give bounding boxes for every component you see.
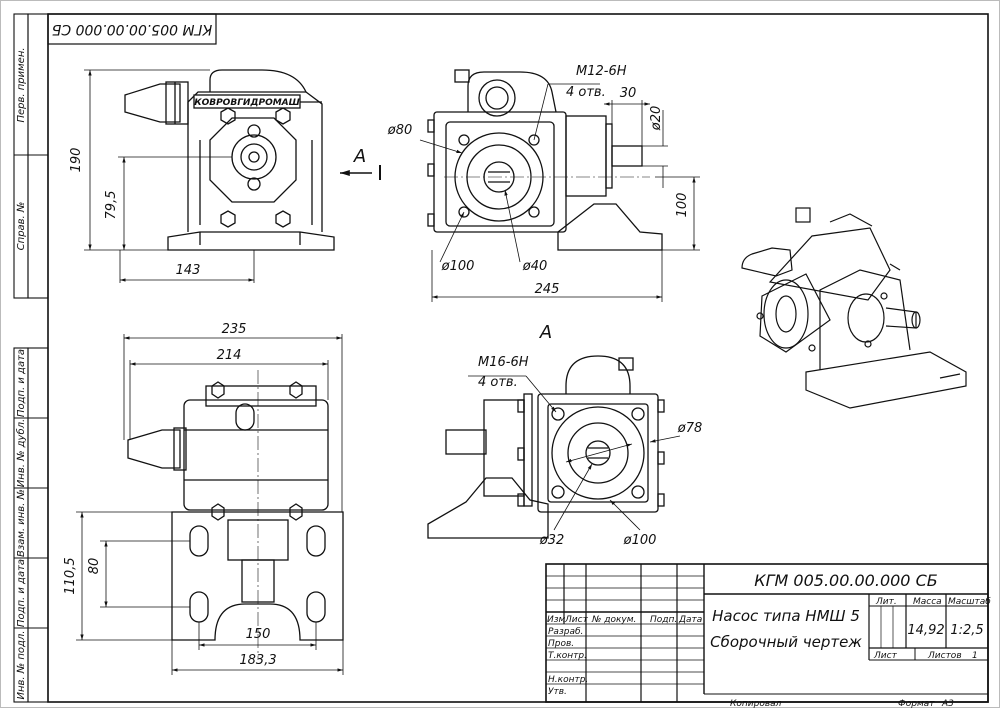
tb-role-approved: Утв.: [548, 687, 567, 697]
tb-header-change: Изм: [547, 615, 566, 625]
dim-plan-hole-spacing: 150: [246, 627, 271, 642]
tb-col-lit: Лит.: [875, 597, 897, 607]
tb-col-scale: Масштаб: [948, 597, 991, 607]
dim-side-axis-height: 100: [675, 193, 690, 218]
margin-label-dup-inv: Инв. № дубл.: [15, 419, 27, 487]
dim-plan-body-length: 214: [217, 348, 242, 363]
tb-format-value: А3: [941, 699, 954, 708]
dim-a-flange: ø100: [623, 533, 657, 548]
tb-sheets-count: 1: [972, 651, 978, 661]
section-a-dimensions: [468, 375, 681, 531]
title-block: [545, 563, 989, 703]
dim-shaft-dia: ø20: [649, 106, 664, 132]
section-arrow: [340, 165, 381, 180]
tb-header-sign: Подп.: [650, 615, 677, 625]
tb-mass-value: 14,92: [907, 623, 944, 638]
tb-sheets-label: Листов: [927, 651, 962, 661]
margin-label-orig-inv: Инв. № подл.: [16, 631, 27, 700]
dim-bolt-circle: ø100: [441, 259, 475, 274]
tb-name-line1: Насос типа НМШ 5: [712, 607, 860, 625]
dim-flange-dia: ø80: [387, 123, 413, 138]
brand-plate: КОВРОВГИДРОМАШ: [194, 98, 300, 108]
dim-plan-hole-depth: 80: [87, 558, 102, 575]
margin-label-replace-inv: Взам. инв. №: [16, 489, 27, 557]
tb-role-developer: Разраб.: [548, 627, 583, 637]
dim-a-thread: M16-6H: [478, 355, 529, 370]
doc-number-top: КГМ 005.00.00.000 СБ: [52, 21, 213, 37]
title-block-text: Изм Лист № докум. Подп. Дата Разраб. Про…: [547, 597, 991, 708]
dim-plan-length: 235: [222, 322, 247, 337]
tb-copied: Копировал: [730, 699, 782, 708]
dim-a-circle: ø78: [677, 421, 703, 436]
tb-header-date: Дата: [678, 615, 702, 625]
tb-role-checker: Пров.: [548, 639, 574, 649]
tb-sheet-label: Лист: [873, 651, 898, 661]
tb-header-sheet: Лист: [564, 615, 589, 625]
side-view-dimensions: [419, 83, 700, 302]
dim-a-bore: ø32: [539, 533, 565, 548]
left-margin-labels: Перв. примен. Справ. № Подп. и дата Инв.…: [15, 47, 27, 699]
front-view: [124, 69, 335, 251]
dim-shaft-length: 30: [620, 86, 637, 101]
dim-side-thread-count: 4 отв.: [566, 85, 606, 100]
dim-front-half-width: 143: [176, 263, 201, 278]
tb-role-norm-control: Н.контр.: [548, 675, 588, 685]
tb-name-line2: Сборочный чертеж: [710, 633, 862, 651]
tb-doc-number: КГМ 005.00.00.000 СБ: [754, 571, 937, 590]
tb-scale-value: 1:2,5: [950, 623, 983, 638]
tb-header-doc-no: № докум.: [591, 615, 636, 625]
tb-col-mass: Масса: [913, 597, 942, 607]
dim-front-height: 190: [69, 148, 84, 173]
tb-format-label: Формат: [898, 699, 935, 708]
margin-label-sign-date-1: Подп. и дата: [16, 349, 27, 417]
dim-a-thread-count: 4 отв.: [478, 375, 518, 390]
dim-side-length: 245: [535, 282, 560, 297]
margin-label-reference: Справ. №: [16, 202, 27, 251]
isometric-view: [741, 207, 967, 409]
dim-bore: ø40: [522, 259, 548, 274]
dim-front-axis-height: 79,5: [104, 191, 119, 220]
front-view-dimensions: [84, 69, 255, 283]
dim-side-thread: M12-6H: [576, 64, 627, 79]
margin-label-first-use: Перв. примен.: [16, 47, 27, 122]
section-marker: A: [353, 146, 366, 167]
left-margin-stamps: [13, 13, 49, 703]
section-view-title: A: [539, 322, 552, 343]
dim-plan-base-depth: 110,5: [63, 557, 78, 594]
dim-plan-base-width: 183,3: [239, 653, 276, 668]
margin-label-sign-date-2: Подп. и дата: [16, 559, 27, 627]
plan-view-dimensions: [76, 334, 344, 675]
tb-role-tech-control: Т.контр.: [548, 651, 587, 661]
